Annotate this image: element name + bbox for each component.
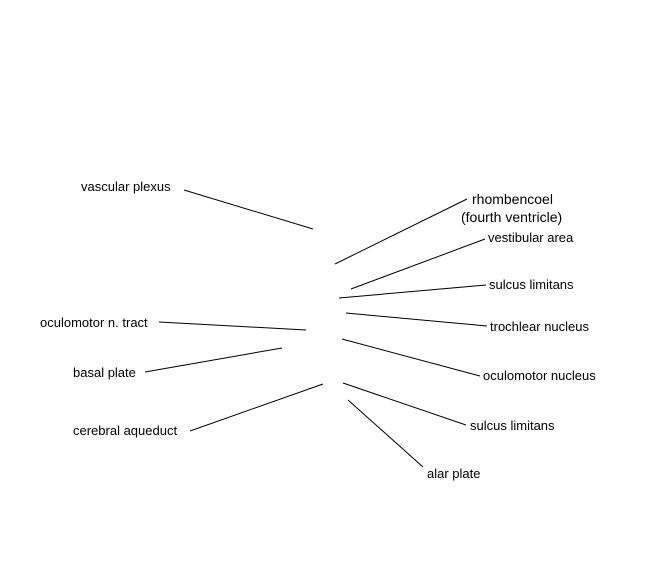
label-trochlear-nucleus: trochlear nucleus xyxy=(490,319,589,334)
leader-line-vascular-plexus xyxy=(183,189,314,230)
leader-line-alar-plate xyxy=(347,399,424,468)
leader-line-cerebral-aqueduct xyxy=(189,383,324,432)
label-oculomotor-nucleus: oculomotor nucleus xyxy=(483,368,596,383)
label-vascular-plexus: vascular plexus xyxy=(81,179,171,194)
label-oculomotor-tract: oculomotor n. tract xyxy=(40,315,148,330)
label-rhombencoel: rhombencoel (fourth ventricle) xyxy=(461,190,562,226)
label-alar-plate: alar plate xyxy=(427,466,481,481)
leader-line-vestibular-area xyxy=(350,238,486,290)
label-vestibular-area: vestibular area xyxy=(488,230,574,245)
leader-line-trochlear-nucleus xyxy=(345,312,488,327)
leader-line-oculomotor-tract xyxy=(158,321,307,331)
leader-line-oculomotor-nucleus xyxy=(341,338,481,377)
leader-line-basal-plate xyxy=(144,347,283,373)
leader-line-sulcus-limitans-lower xyxy=(342,382,467,426)
label-rhombencoel-line2: (fourth ventricle) xyxy=(461,209,563,225)
label-basal-plate: basal plate xyxy=(73,365,136,380)
leader-line-rhombencoel xyxy=(334,198,468,265)
leader-line-sulcus-limitans-upper xyxy=(338,284,487,299)
label-rhombencoel-line1: rhombencoel xyxy=(472,191,553,207)
label-sulcus-limitans-upper: sulcus limitans xyxy=(489,277,574,292)
label-sulcus-limitans-lower: sulcus limitans xyxy=(470,418,555,433)
label-cerebral-aqueduct: cerebral aqueduct xyxy=(73,423,178,438)
